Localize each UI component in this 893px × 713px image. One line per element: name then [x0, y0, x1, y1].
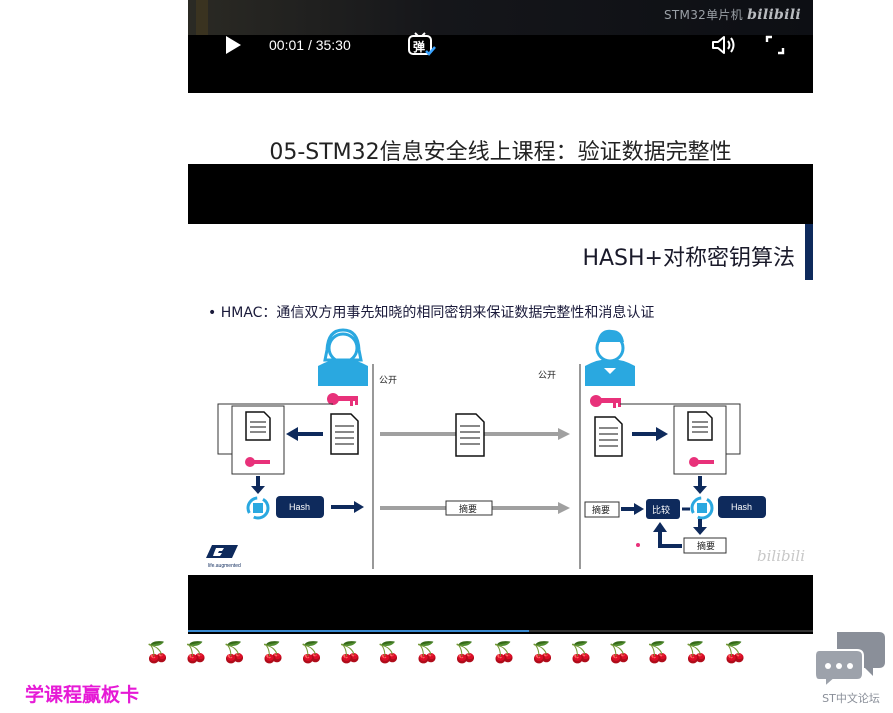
forum-label[interactable]: ST中文论坛 — [822, 692, 880, 705]
cherry-icon: 🍒 — [337, 640, 363, 664]
document-icon-right-inner — [687, 411, 713, 441]
slide-watermark: bilibili — [757, 547, 805, 565]
cherry-decoration-row: 🍒 🍒 🍒 🍒 🍒 🍒 🍒 🍒 🍒 🍒 🍒 🍒 🍒 🍒 🍒 🍒 — [145, 640, 765, 668]
slide-title: HASH+对称密钥算法 — [582, 246, 795, 271]
current-time: 00:01 — [269, 37, 305, 53]
cherry-icon: 🍒 — [414, 640, 440, 664]
frame-edge — [196, 0, 208, 35]
st-logo-text: life.augmented — [208, 563, 241, 569]
hash-cycle-icon-left — [246, 496, 270, 520]
cherry-icon: 🍒 — [453, 640, 478, 664]
video-title[interactable]: 05-STM32信息安全线上课程：验证数据完整性 — [269, 140, 732, 165]
promo-link[interactable]: 学课程赢板卡 — [25, 684, 140, 706]
document-icon-sender — [330, 413, 359, 455]
sender-person-icon — [318, 328, 368, 386]
cherry-icon: 🍒 — [376, 640, 401, 664]
video-frame-top: STM32单片机 bilibili — [188, 0, 813, 35]
danmaku-label: 弹 — [413, 40, 426, 54]
digest-label-right: 摘要 — [592, 504, 610, 516]
slide-bullet: • HMAC：通信双方用事先知晓的相同密钥来保证数据完整性和消息认证 — [208, 305, 655, 321]
hmac-diagram: 公开 公开 — [206, 328, 766, 569]
cherry-icon: 🍒 — [684, 640, 709, 664]
compare-label: 比较 — [652, 504, 670, 515]
key-icon-receiver — [590, 395, 621, 408]
hash-label-right: Hash — [731, 502, 752, 512]
cherry-icon: 🍒 — [607, 640, 632, 664]
danmaku-icon — [408, 32, 436, 56]
hash-label-left: Hash — [289, 502, 310, 512]
play-icon[interactable] — [222, 34, 244, 56]
cherry-icon: 🍒 — [568, 640, 594, 664]
document-icon-receiver — [594, 416, 623, 457]
document-icon-left-inner — [245, 411, 271, 441]
cherry-icon: 🍒 — [222, 640, 247, 664]
slide-accent-bar — [805, 224, 813, 280]
cherry-icon: 🍒 — [145, 640, 170, 664]
video-player[interactable]: HASH+对称密钥算法 • HMAC：通信双方用事先知晓的相同密钥来保证数据完整… — [188, 164, 813, 634]
progress-fill — [188, 630, 529, 632]
cherry-icon: 🍒 — [183, 640, 209, 664]
cherry-icon: 🍒 — [645, 640, 671, 664]
public-label-left: 公开 — [379, 375, 397, 386]
cherry-icon: 🍒 — [491, 640, 517, 664]
cherry-icon: 🍒 — [299, 640, 324, 664]
hash-cycle-icon-right — [690, 496, 714, 520]
public-label-right: 公开 — [538, 370, 556, 381]
duration: 35:30 — [315, 37, 351, 53]
time-display: 00:01 / 35:30 — [269, 37, 351, 53]
video-watermark: STM32单片机 bilibili — [664, 6, 801, 23]
key-icon-sender — [327, 393, 358, 406]
danmaku-toggle-button[interactable]: 弹 — [407, 32, 437, 58]
time-separator: / — [307, 37, 312, 53]
volume-icon[interactable] — [710, 33, 738, 57]
st-logo: life.augmented — [206, 545, 241, 569]
progress-bar[interactable] — [188, 630, 813, 632]
cherry-icon: 🍒 — [260, 640, 286, 664]
slide-frame: HASH+对称密钥算法 • HMAC：通信双方用事先知晓的相同密钥来保证数据完整… — [188, 224, 813, 575]
fullscreen-icon[interactable] — [765, 35, 785, 55]
cherry-icon: 🍒 — [530, 640, 555, 664]
watermark-text: STM32单片机 — [664, 8, 743, 22]
document-icon-transmitted — [455, 413, 485, 457]
digest-label-center: 摘要 — [459, 503, 477, 515]
bilibili-logo-text: bilibili — [747, 7, 801, 23]
cherry-icon: 🍒 — [722, 640, 748, 664]
digest-label-bottom: 摘要 — [697, 540, 715, 552]
video-player-top[interactable]: STM32单片机 bilibili 00:01 / 35:30 弹 — [188, 0, 813, 93]
key-icon-right-inner — [689, 457, 714, 467]
key-icon-left-inner — [245, 457, 270, 467]
chat-bubbles-icon[interactable] — [813, 630, 887, 688]
receiver-person-icon — [585, 329, 635, 386]
